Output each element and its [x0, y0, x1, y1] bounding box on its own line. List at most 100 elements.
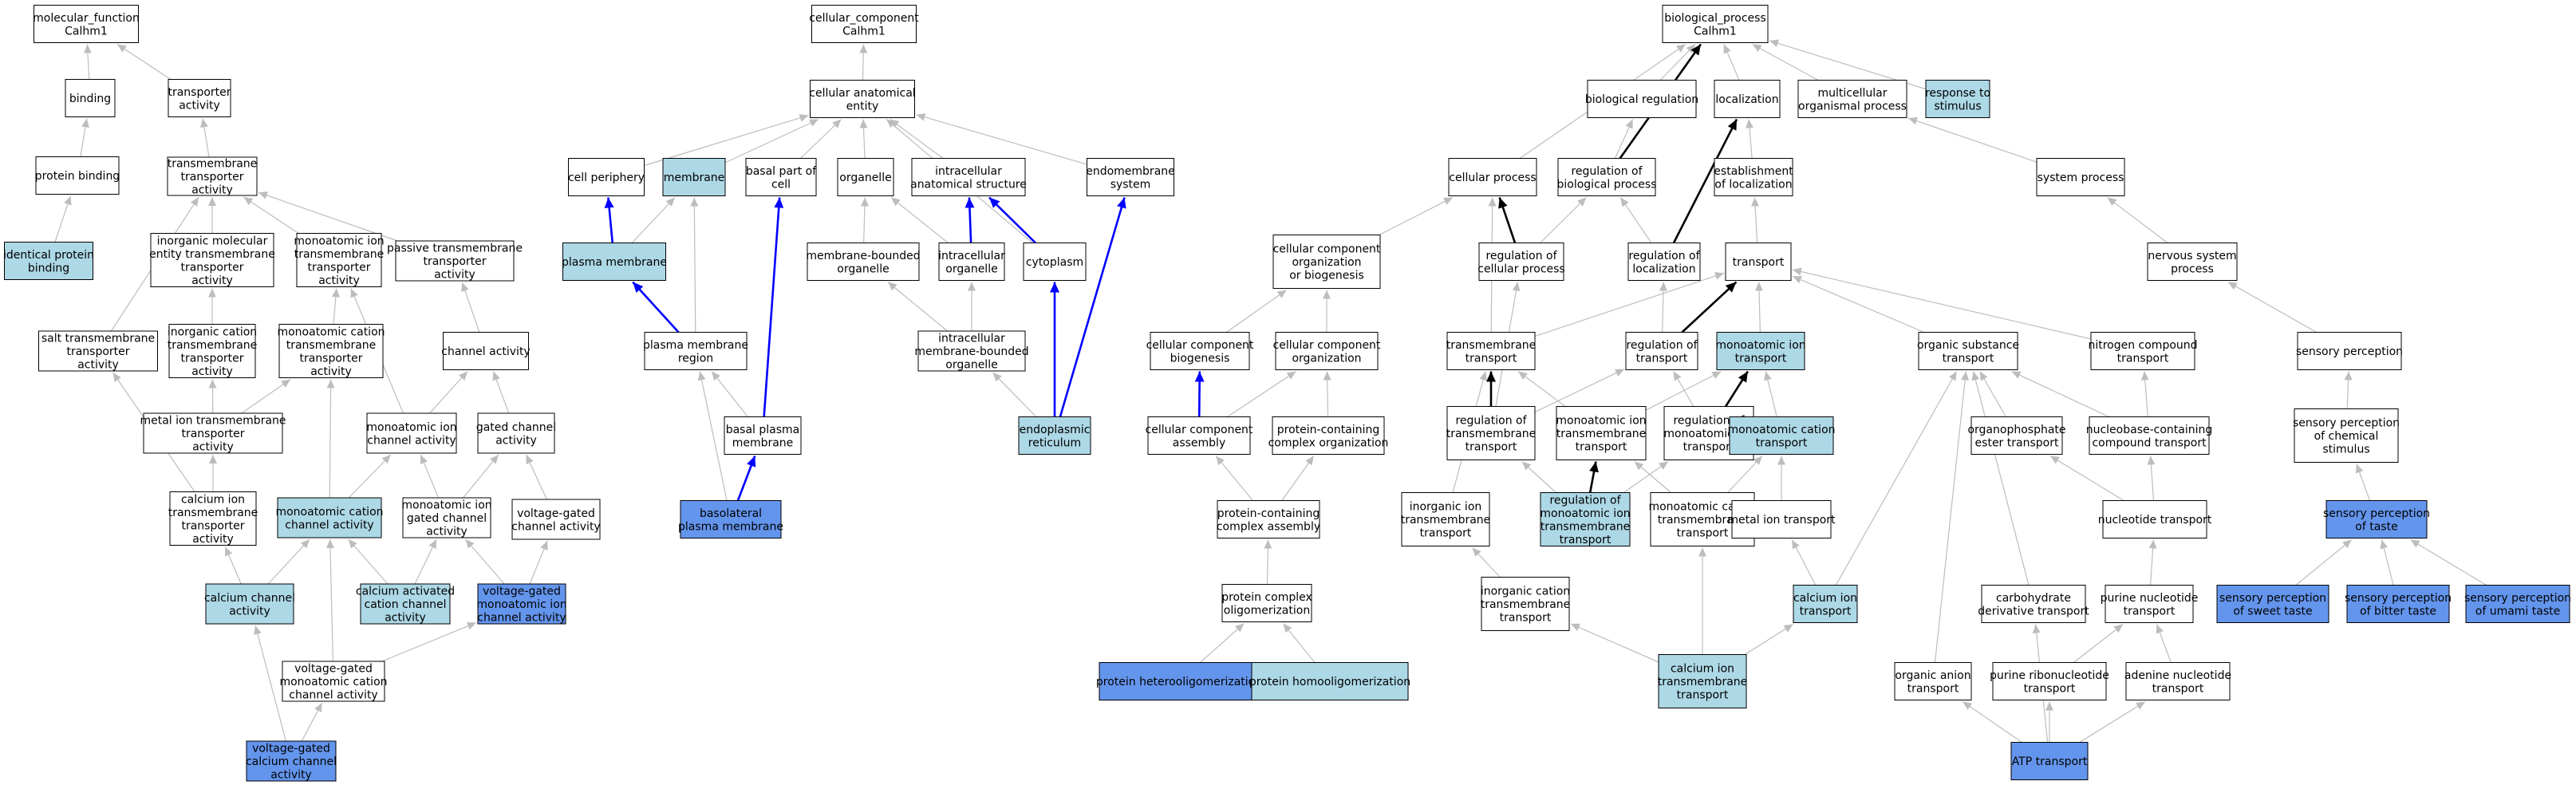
edge-intracellular_org-to-intracellular_as	[965, 197, 975, 243]
node-box	[811, 5, 917, 43]
node-box	[1275, 332, 1379, 370]
node-label-line: of bitter taste	[2360, 605, 2436, 617]
node-label-line: inorganic molecular	[157, 235, 268, 247]
node-box	[2125, 662, 2231, 700]
node-label-line: binding	[69, 93, 111, 105]
edge-transporter_activity-to-mf	[116, 43, 172, 81]
node-box	[1446, 406, 1536, 460]
node-label-line: monoatomic cation	[279, 676, 387, 688]
node-label-line: transmembrane	[1481, 598, 1571, 611]
edge-membrane-to-cae	[724, 118, 819, 164]
node-box	[360, 583, 451, 625]
node-label-line: inorganic cation	[168, 325, 257, 338]
edge-intracellular_org-to-organelle	[890, 197, 949, 243]
node-label-line: activity	[192, 441, 234, 454]
node-label-line: transport	[1677, 527, 1729, 540]
node-box	[246, 740, 337, 782]
node-label-line: or biogenesis	[1289, 270, 1364, 282]
node-box	[1478, 243, 1564, 281]
node-label-line: transport	[1735, 352, 1787, 365]
node-box	[150, 233, 274, 287]
node-label-line: complex organization	[1268, 436, 1389, 449]
edge-cc_org_bio-to-cellular_process	[1379, 196, 1454, 236]
edge-vg_calcium_channel-to-calcium_channel	[254, 625, 286, 742]
node-box	[4, 242, 93, 280]
node-label-line: transporter	[307, 261, 370, 274]
node-label-line: nucleobase-containing	[2086, 424, 2213, 436]
node-box	[1087, 158, 1174, 196]
node-box	[1992, 662, 2107, 700]
node-box	[1793, 585, 1858, 623]
node-box	[143, 412, 283, 454]
node-label-line: metal ion transport	[1727, 514, 1836, 527]
node-label-line: activity	[77, 359, 119, 372]
node-label-line: passive transmembrane	[387, 243, 523, 255]
node-label-line: activity	[426, 526, 467, 538]
edge-nucleobase-to-org_sub_transport	[2011, 370, 2109, 418]
node-label-line: transporter	[180, 171, 243, 183]
node-label-line: complex assembly	[1217, 520, 1320, 533]
edge-mono_ion_transport-to-transport	[1754, 282, 1763, 333]
node-label-line: transmembrane	[286, 339, 377, 352]
node-label-line: membrane-bounded	[914, 345, 1028, 358]
node-label-line: transport	[1560, 534, 1611, 546]
node-label-line: transmembrane	[1446, 428, 1537, 440]
node-label-line: activity	[318, 274, 360, 287]
node-label-line: transmembrane	[1658, 676, 1748, 688]
edge-reg_localization-to-localization	[1672, 118, 1738, 244]
node-label-line: organismal process	[1798, 100, 1907, 112]
node-label-line: biological_process	[1664, 12, 1766, 25]
edge-reg_mono_ion_tm_transport-to-mono_ion_tm_transport	[1588, 461, 1599, 493]
edge-tm_transport-to-transport	[1534, 272, 1725, 337]
node-label-line: activity	[270, 769, 312, 782]
node-label-line: transport	[1576, 441, 1627, 454]
node-label-line: protein-containing	[1277, 424, 1379, 436]
node-label-line: regulation of	[1626, 339, 1698, 352]
edge-ca_activated_cation-to-mono_ion_gated	[414, 538, 437, 585]
node-box	[1731, 500, 1832, 538]
edge-calcium_ion_transport-to-org_sub_transport	[1835, 371, 1958, 586]
node-label-line: oligomerization	[1224, 604, 1310, 617]
node-label-line: localization	[1632, 262, 1695, 275]
edge-protein_hetero-to-pc_oligo	[1199, 623, 1245, 663]
node-box	[1970, 416, 2063, 455]
edge-layer	[54, 39, 2487, 744]
node-label-line: biological regulation	[1585, 93, 1698, 106]
node-label-line: calcium activated	[356, 586, 455, 598]
node-label-line: localization	[1715, 93, 1778, 106]
node-label-line: compound transport	[2092, 436, 2207, 449]
node-box	[282, 661, 385, 702]
edge-reg_mono_ion_transport-to-reg_transport	[1673, 371, 1694, 407]
edge-basal_pm-to-basal_part	[763, 197, 784, 417]
node-label-line: system process	[2038, 172, 2124, 184]
node-label-line: transmembrane	[1446, 339, 1537, 352]
node-box	[562, 243, 666, 281]
edge-organophosphate-to-org_sub_transport	[1979, 371, 2006, 417]
node-label-line: transmembrane	[168, 158, 258, 171]
node-label-line: sensory perception	[2323, 507, 2430, 520]
edge-adenine_nt_transport-to-purine_nt_transport	[2156, 624, 2172, 663]
node-box	[568, 158, 645, 196]
node-label-line: ester transport	[1975, 436, 2059, 449]
node-protein_homo: protein homooligomerization	[1249, 662, 1410, 700]
node-box	[837, 158, 894, 196]
node-box	[662, 158, 726, 196]
node-label-line: basolateral	[700, 507, 762, 520]
node-box	[1556, 406, 1647, 460]
